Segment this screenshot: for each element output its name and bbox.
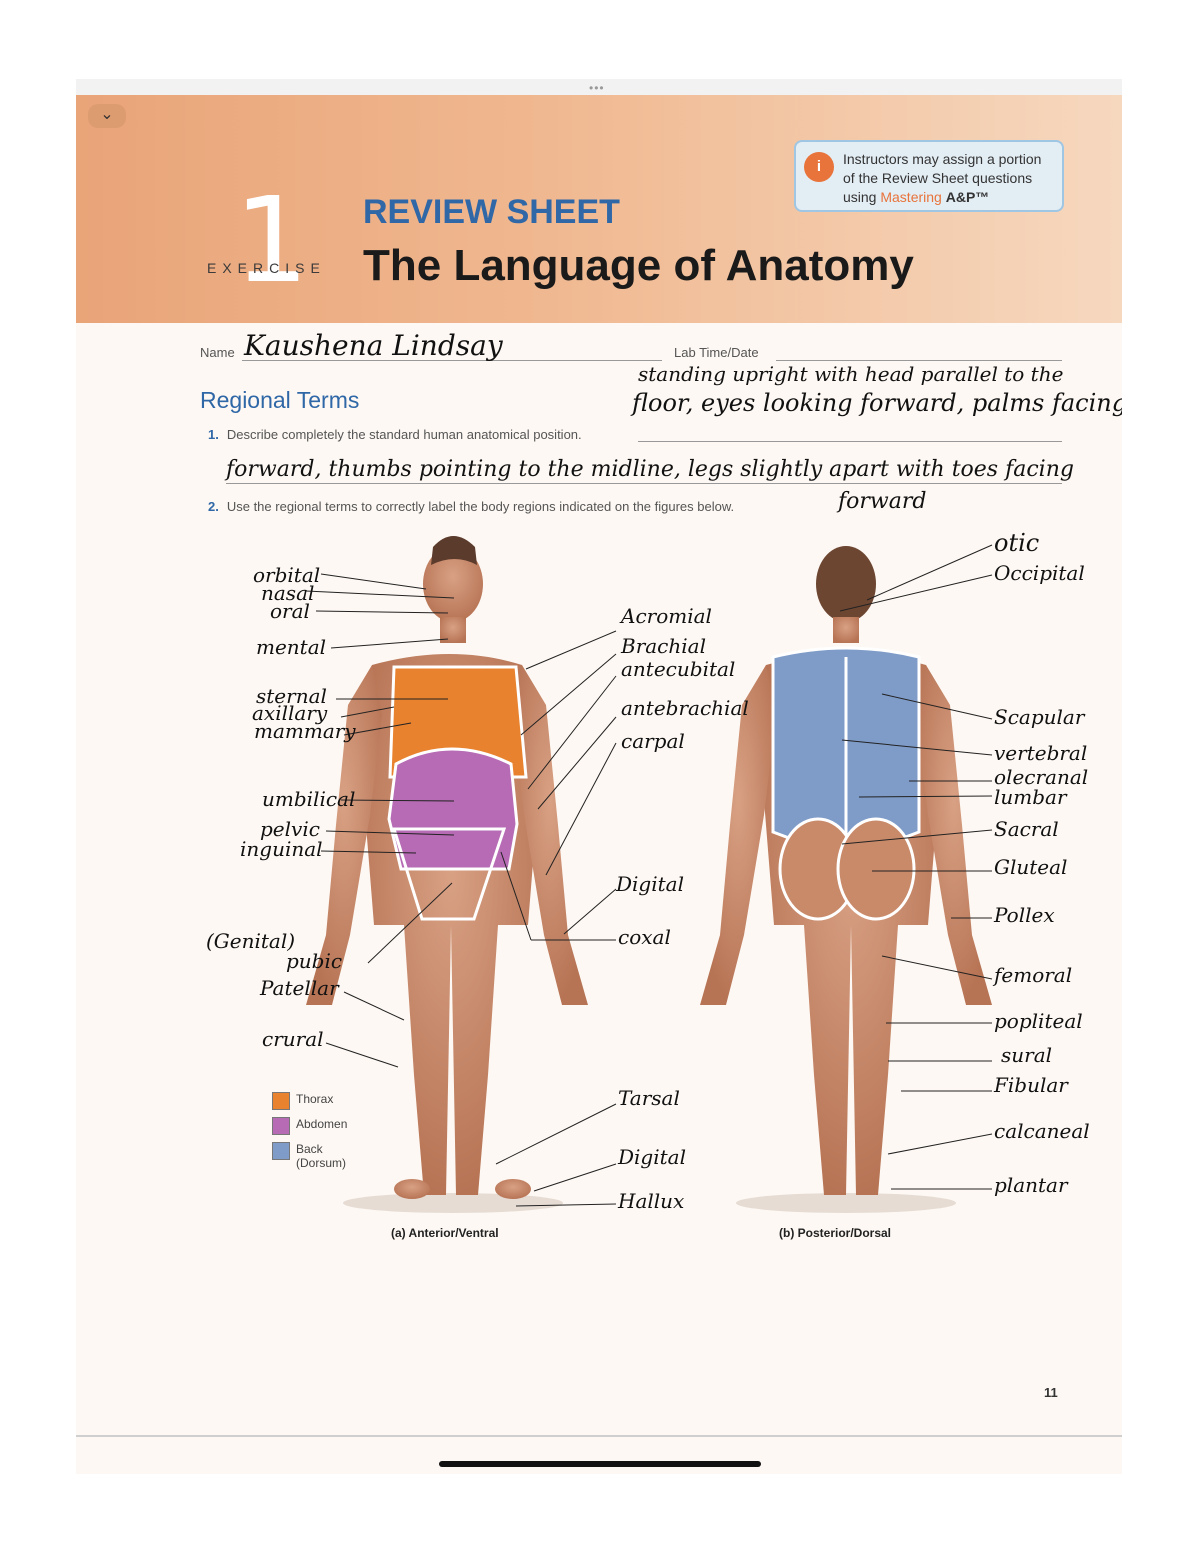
instructor-note: i Instructors may assign a portion of th… [794,140,1064,212]
name-line [242,360,662,361]
exercise-label: EXERCISE [207,260,326,276]
chevron-down-icon[interactable]: ⌄ [88,104,126,128]
label-brachial: Brachial [621,634,706,658]
page-number: 11 [1044,1385,1058,1400]
label-pubic: pubic [286,949,343,973]
label-calcaneal: calcaneal [994,1119,1090,1143]
review-sheet-heading: REVIEW SHEET [363,193,620,231]
label-sternal: sternal [256,684,327,708]
divider [76,1435,1122,1437]
label-oral: oral [270,599,310,623]
label-sural: sural [1001,1043,1053,1067]
lab-time-label: Lab Time/Date [674,345,759,360]
instructor-note-text: Instructors may assign a portion of the … [843,151,1042,205]
anterior-figure [306,536,588,1213]
name-field[interactable]: Kaushena Lindsay [244,329,503,362]
body-figures [305,536,993,1213]
label-digital-foot: Digital [618,1145,686,1169]
label-olecranal: olecranal [994,765,1089,789]
label-crural: crural [262,1027,324,1051]
label-acromial: Acromial [621,604,712,628]
label-otic: otic [994,529,1040,557]
answer-line [226,483,1062,484]
answer-line [638,441,1062,442]
name-label: Name [200,345,235,360]
label-fibular: Fibular [994,1073,1068,1097]
home-indicator[interactable] [439,1461,761,1467]
label-nasal: nasal [261,581,315,605]
caption-posterior: (b) Posterior/Dorsal [779,1226,892,1240]
back-swatch [272,1142,290,1160]
section-heading: Regional Terms [200,387,360,413]
posterior-figure [700,546,992,1213]
exercise-number: 1 [234,171,310,309]
label-coxal: coxal [618,925,671,949]
question-2: 2.Use the regional terms to correctly la… [208,499,735,514]
person-icon: i [804,152,834,182]
answer1-line1: standing upright with head parallel to t… [638,362,1064,386]
label-occipital: Occipital [994,561,1085,585]
label-patellar: Patellar [260,976,339,1000]
label-pelvic: pelvic [260,817,320,841]
label-genital: (Genital) [206,929,296,953]
thorax-swatch [272,1092,290,1110]
label-lumbar: lumbar [994,785,1067,809]
answer1-line4: forward [838,489,927,514]
label-hallux: Hallux [618,1189,685,1213]
label-scapular: Scapular [994,705,1085,729]
label-digital-hand: Digital [616,872,684,896]
label-orbital: orbital [253,563,321,587]
label-antebrachial: antebrachial [621,696,749,720]
page-header: ⌄ 1 EXERCISE REVIEW SHEET The Language o… [76,95,1122,323]
answer1-line3: forward, thumbs pointing to the midline,… [226,457,1074,482]
label-femoral: femoral [994,963,1073,987]
label-plantar: plantar [994,1173,1068,1197]
label-gluteal: Gluteal [994,855,1068,879]
label-tarsal: Tarsal [618,1086,680,1110]
label-mammary: mammary [254,719,356,743]
label-umbilical: umbilical [262,787,356,811]
question-1: 1.Describe completely the standard human… [208,427,582,442]
top-bar: ••• [76,79,1122,95]
label-vertebral: vertebral [994,741,1088,765]
answer1-line2: floor, eyes looking forward, palms facin… [632,389,1122,417]
label-popliteal: popliteal [994,1009,1083,1033]
label-axillary: axillary [252,701,328,725]
label-pollex: Pollex [994,903,1055,927]
abdomen-swatch [272,1117,290,1135]
label-antecubital: antecubital [621,657,736,681]
label-inguinal: inguinal [240,837,323,861]
label-sacral: Sacral [994,817,1059,841]
caption-anterior: (a) Anterior/Ventral [391,1226,499,1240]
page-title: The Language of Anatomy [363,241,914,290]
label-mental: mental [256,635,327,659]
more-dots-icon[interactable]: ••• [589,81,605,95]
label-carpal: carpal [621,729,685,753]
lab-time-field[interactable] [776,360,1062,361]
leader-lines [305,544,993,1207]
document-frame: ••• ⌄ 1 EXERCISE REVIEW SHEET The Langua… [76,79,1122,1474]
